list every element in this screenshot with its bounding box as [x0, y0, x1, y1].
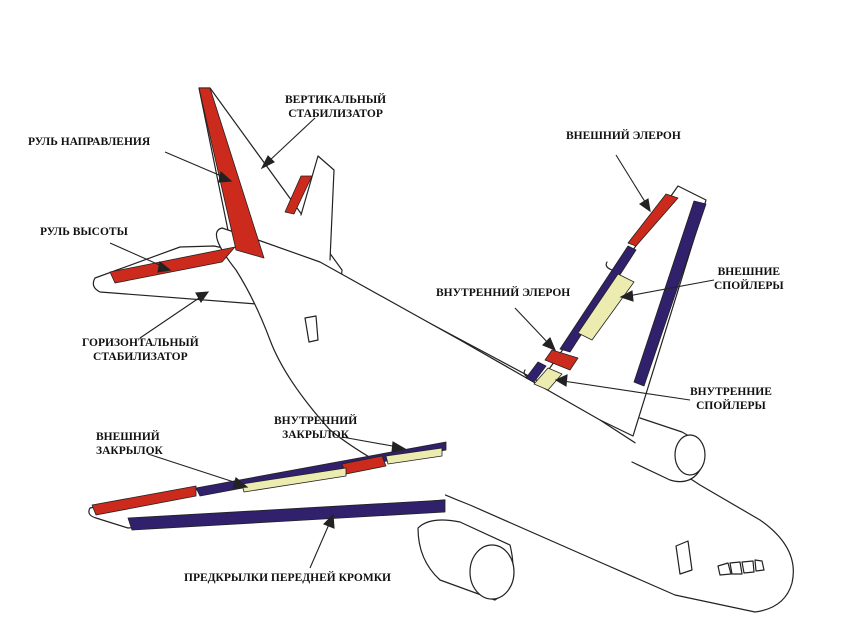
- rudder-surface: [198, 87, 265, 259]
- label-horizontal-stabilizer-line1: ГОРИЗОНТАЛЬНЫЙ: [82, 337, 199, 349]
- label-inboard-flap-line2: ЗАКРЫЛОК: [282, 429, 350, 441]
- front-door: [675, 540, 693, 575]
- cockpit-windows: [717, 559, 765, 576]
- near-slats-surface: [127, 499, 446, 531]
- label-outboard-flap-line2: ЗАКРЫЛОК: [96, 445, 163, 457]
- outboard-flap-red: [91, 485, 197, 516]
- label-inboard-spoilers-line2: СПОЙЛЕРЫ: [696, 400, 766, 412]
- label-outboard-spoilers: ВНЕШНИЕ СПОЙЛЕРЫ: [714, 265, 784, 293]
- far-wing-flap-blue: [559, 245, 637, 353]
- far-slats-surface: [633, 200, 707, 387]
- label-inboard-flap-line1: ВНУТРЕННИЙ: [274, 415, 358, 427]
- right-wing: [389, 185, 707, 437]
- label-outboard-aileron: ВНЕШНИЙ ЭЛЕРОН: [566, 129, 681, 143]
- label-horizontal-stabilizer: ГОРИЗОНТАЛЬНЫЙ СТАБИЛИЗАТОР: [82, 336, 199, 364]
- label-vertical-stabilizer: ВЕРТИКАЛЬНЫЙ СТАБИЛИЗАТОР: [285, 93, 386, 121]
- label-outboard-flap-line1: ВНЕШНИЙ: [96, 431, 160, 443]
- outboard-aileron-surface: [627, 193, 679, 247]
- label-leading-edge-slats: ПРЕДКРЫЛКИ ПЕРЕДНЕЙ КРОМКИ: [184, 571, 391, 585]
- outboard-spoilers-surface: [577, 273, 635, 341]
- label-leading-edge-slats-text: ПРЕДКРЫЛКИ ПЕРЕДНЕЙ КРОМКИ: [184, 572, 391, 584]
- label-rudder-text: РУЛЬ НАПРАВЛЕНИЯ: [28, 136, 151, 148]
- label-vertical-stabilizer-line2: СТАБИЛИЗАТОР: [288, 108, 383, 120]
- label-inboard-aileron-text: ВНУТРЕННИЙ ЭЛЕРОН: [436, 287, 571, 299]
- label-inboard-spoilers-line1: ВНУТРЕННИЕ: [690, 386, 772, 398]
- label-rudder: РУЛЬ НАПРАВЛЕНИЯ: [28, 135, 150, 149]
- near-spoilers-outer: [241, 467, 347, 493]
- label-outboard-aileron-text: ВНЕШНИЙ ЭЛЕРОН: [566, 130, 681, 142]
- fuselage: [215, 227, 794, 613]
- label-inboard-flap: ВНУТРЕННИЙ ЗАКРЫЛОК: [274, 414, 357, 442]
- far-elevator-surface: [284, 175, 313, 215]
- near-spoilers-inner: [385, 447, 443, 465]
- label-inboard-aileron: ВНУТРЕННИЙ ЭЛЕРОН: [436, 286, 570, 300]
- elevator-surface: [109, 246, 236, 284]
- inboard-spoilers-far: [533, 367, 563, 391]
- inboard-aileron-surface: [544, 349, 579, 371]
- label-elevator: РУЛЬ ВЫСОТЫ: [40, 225, 128, 239]
- far-wing-inner-blue: [525, 361, 547, 383]
- label-horizontal-stabilizer-line2: СТАБИЛИЗАТОР: [93, 351, 188, 363]
- label-outboard-flap: ВНЕШНИЙ ЗАКРЫЛОК: [96, 430, 163, 458]
- label-inboard-spoilers: ВНУТРЕННИЕ СПОЙЛЕРЫ: [690, 385, 772, 413]
- label-vertical-stabilizer-line1: ВЕРТИКАЛЬНЫЙ: [285, 94, 387, 106]
- label-outboard-spoilers-line1: ВНЕШНИЕ: [717, 266, 781, 278]
- far-stabilizer: [300, 155, 335, 261]
- rear-door: [304, 315, 319, 343]
- label-elevator-text: РУЛЬ ВЫСОТЫ: [40, 226, 128, 238]
- label-outboard-spoilers-line2: СПОЙЛЕРЫ: [714, 280, 784, 292]
